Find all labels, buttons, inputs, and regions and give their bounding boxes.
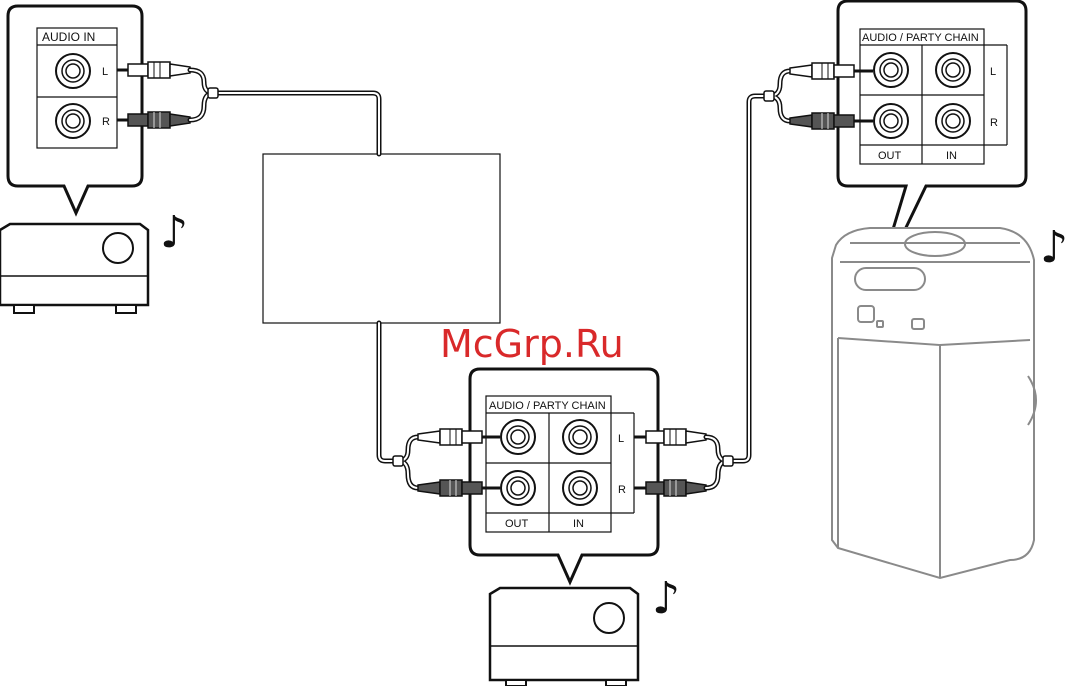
party-speaker	[832, 228, 1036, 578]
center-panel-out-label: OUT	[505, 518, 529, 530]
watermark: McGrp.Ru	[440, 322, 624, 366]
center-panel-out-jack-l	[501, 420, 535, 454]
center-jack-panel: AUDIO / PARTY CHAIN L R OUT IN	[470, 369, 658, 582]
center-panel-out-jack-r	[501, 471, 535, 505]
right-panel-in-jack-l	[936, 53, 970, 87]
center-panel-in-jack-l	[563, 420, 597, 454]
left-jack-panel: AUDIO IN L R	[8, 6, 142, 213]
music-note-icon-center: ♪	[652, 573, 680, 624]
left-panel-jack-r	[56, 104, 90, 138]
center-panel-r-label: R	[618, 484, 626, 496]
device-placeholder-box	[263, 154, 500, 323]
left-panel-title: AUDIO IN	[42, 30, 95, 44]
center-panel-in-jack-r	[563, 471, 597, 505]
music-note-icon-right: ♪	[1040, 222, 1068, 273]
cable-left-split	[190, 70, 218, 120]
cable-center-to-speaker-inner	[728, 96, 769, 461]
right-panel-title: AUDIO / PARTY CHAIN	[862, 32, 979, 44]
plug-left-red	[117, 112, 190, 128]
center-panel-title: AUDIO / PARTY CHAIN	[489, 400, 606, 412]
cable-center-left-split	[393, 437, 418, 488]
right-panel-l-label: L	[990, 66, 996, 78]
amplifier-center	[490, 588, 638, 686]
center-panel-in-label: IN	[573, 518, 584, 530]
music-note-icon-left: ♪	[160, 207, 188, 258]
left-panel-jack-l	[56, 54, 90, 88]
cable-center-right-split	[706, 437, 733, 488]
right-panel-in-jack-r	[936, 104, 970, 138]
amplifier-left	[0, 224, 148, 313]
left-panel-l-label: L	[102, 66, 108, 78]
right-panel-out-label: OUT	[878, 150, 902, 162]
right-panel-r-label: R	[990, 117, 998, 129]
center-panel-l-label: L	[618, 433, 624, 445]
right-panel-in-label: IN	[946, 150, 957, 162]
left-panel-r-label: R	[102, 116, 110, 128]
right-panel-out-jack-l	[874, 53, 908, 87]
right-panel-out-jack-r	[874, 104, 908, 138]
cable-right-split	[764, 71, 790, 121]
plug-left-white	[117, 62, 190, 78]
